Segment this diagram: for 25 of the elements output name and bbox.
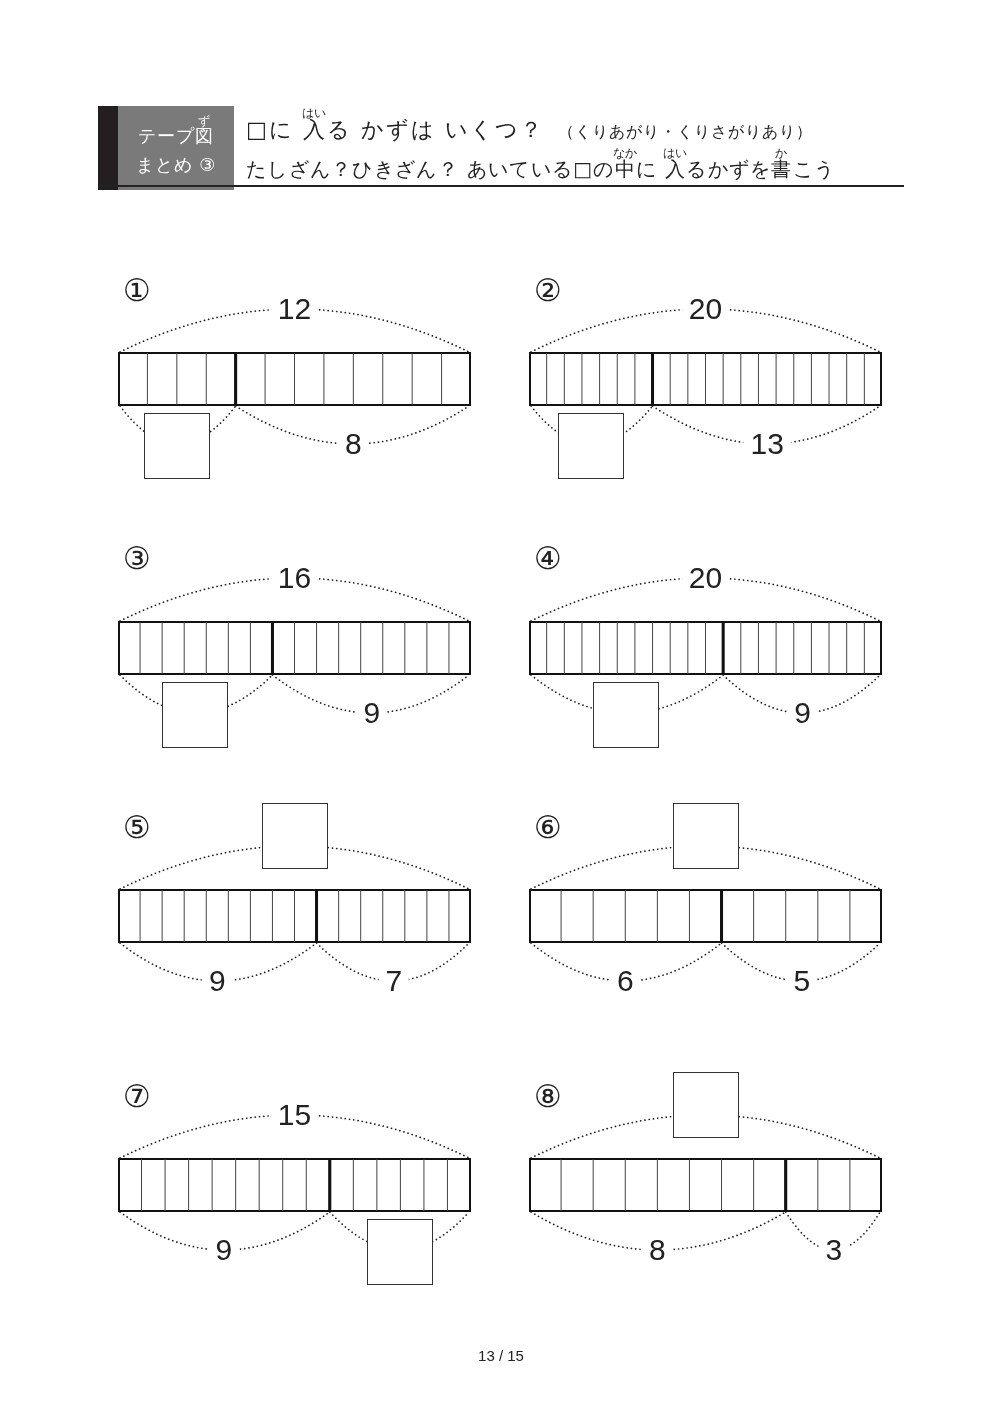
tape-diagram: [118, 352, 471, 406]
tape-diagram: [529, 1158, 882, 1212]
furigana: か: [775, 147, 788, 159]
tape-diagram: [529, 889, 882, 943]
problem-number: ⑧: [534, 1080, 562, 1112]
problem-number: ④: [534, 542, 562, 574]
problem-number: ⑥: [534, 811, 562, 843]
tape-diagram: [118, 889, 471, 943]
section-header-tab: [98, 106, 234, 190]
problem-number: ③: [123, 542, 151, 574]
tape-diagram: [529, 621, 882, 675]
furigana: はい: [301, 107, 326, 119]
furigana: なか: [612, 147, 637, 159]
page-number: 13 / 15: [478, 1347, 524, 1365]
tape-diagram: [529, 352, 882, 406]
tape-diagram: [118, 621, 471, 675]
problem-number: ⑤: [123, 811, 151, 843]
title-note: （くりあがり・くりさがりあり）: [557, 122, 813, 143]
tape-diagram: [118, 1158, 471, 1212]
section-number-label: まとめ ③: [135, 154, 217, 175]
problem-number: ⑦: [123, 1080, 151, 1112]
problem-number: ②: [534, 274, 562, 306]
problem-number: ①: [123, 274, 151, 306]
furigana: ず: [198, 114, 210, 127]
furigana: はい: [662, 147, 687, 159]
